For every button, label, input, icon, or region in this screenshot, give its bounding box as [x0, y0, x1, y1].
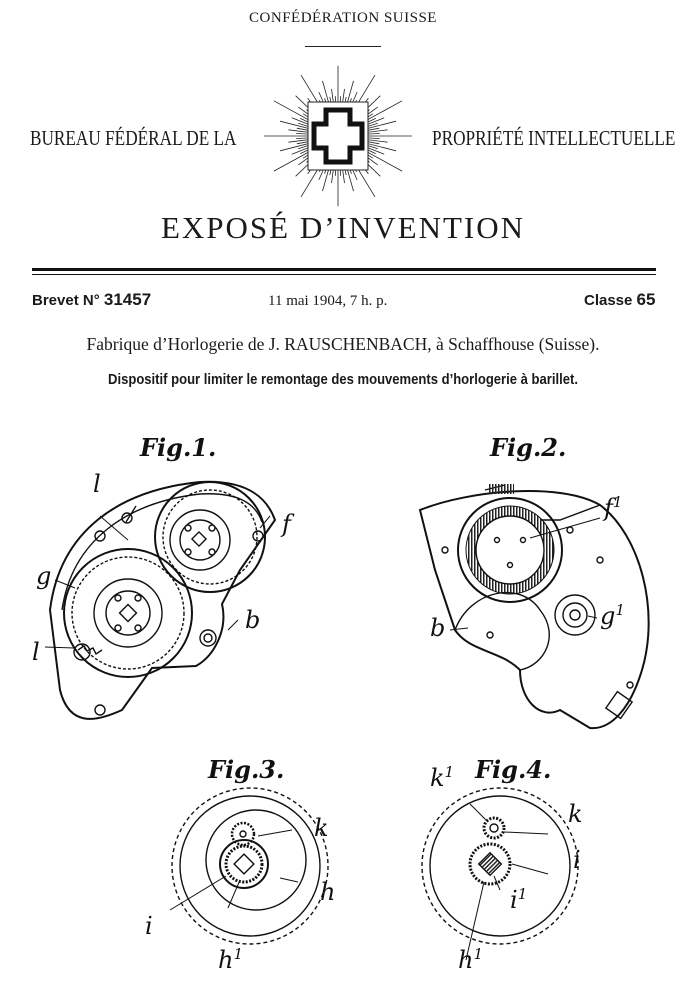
- classe-label: Classe: [584, 292, 633, 309]
- fig3-letter-k: k: [314, 814, 329, 842]
- classe-value: 65: [636, 290, 656, 309]
- brevet-label: Brevet N°: [32, 292, 100, 309]
- brevet-number: Brevet N° 31457: [32, 290, 151, 310]
- fig2-letter-f1: f1: [602, 493, 622, 522]
- figure-3-drawing: [169, 787, 329, 945]
- fig4-letter-k: k: [568, 800, 583, 828]
- fig3-letter-h: h: [320, 878, 335, 906]
- fig1-letter-f: f: [280, 510, 295, 538]
- fig3-letter-i: i: [145, 912, 153, 940]
- fig1-letter-b: b: [245, 606, 260, 634]
- classe-number: Classe 65: [584, 290, 655, 310]
- fig2-letter-b: b: [430, 614, 445, 642]
- fig3-letter-h1: h1: [218, 945, 243, 974]
- thin-rule: [32, 274, 656, 275]
- thick-rule: [32, 268, 656, 271]
- patent-holder: Fabrique d’Horlogerie de J. RAUSCHENBACH…: [86, 334, 600, 354]
- figure-1-drawing: [44, 480, 277, 720]
- swiss-cross-star-emblem-icon: [264, 65, 412, 207]
- figure-4-drawing: [421, 787, 579, 961]
- filing-date: 11 mai 1904, 7 h. p.: [268, 293, 388, 309]
- figure-2-drawing: [418, 484, 650, 730]
- fig3-label: Fig.3.: [207, 755, 284, 784]
- fig4-letter-k1: k1: [430, 763, 454, 792]
- brevet-value: 31457: [103, 290, 152, 309]
- fig4-letter-i: i: [573, 846, 581, 874]
- fig4-letter-i1: i1: [510, 885, 527, 914]
- technical-drawings: Fig.1. l f g b l Fig.2. f1 b g1 Fig.3.: [32, 433, 650, 974]
- fig2-letter-g1: g1: [600, 601, 625, 630]
- fig1-label: Fig.1.: [139, 433, 216, 462]
- document-type-title: EXPOSÉ D’INVENTION: [160, 210, 526, 245]
- bureau-right-text: PROPRIÉTÉ INTELLECTUELLE: [432, 126, 676, 150]
- bureau-left-text: BUREAU FÉDÉRAL DE LA: [30, 126, 237, 150]
- confederation-heading: CONFÉDÉRATION SUISSE: [249, 10, 437, 26]
- fig2-label: Fig.2.: [489, 433, 566, 462]
- fig1-letter-l-top: l: [93, 470, 101, 498]
- fig1-letter-l-bottom: l: [32, 638, 40, 666]
- fig1-letter-g: g: [36, 562, 51, 590]
- invention-title: Dispositif pour limiter le remontage des…: [108, 372, 578, 388]
- fig4-letter-h1: h1: [458, 945, 483, 974]
- fig4-label: Fig.4.: [474, 755, 551, 784]
- short-divider: [305, 46, 381, 47]
